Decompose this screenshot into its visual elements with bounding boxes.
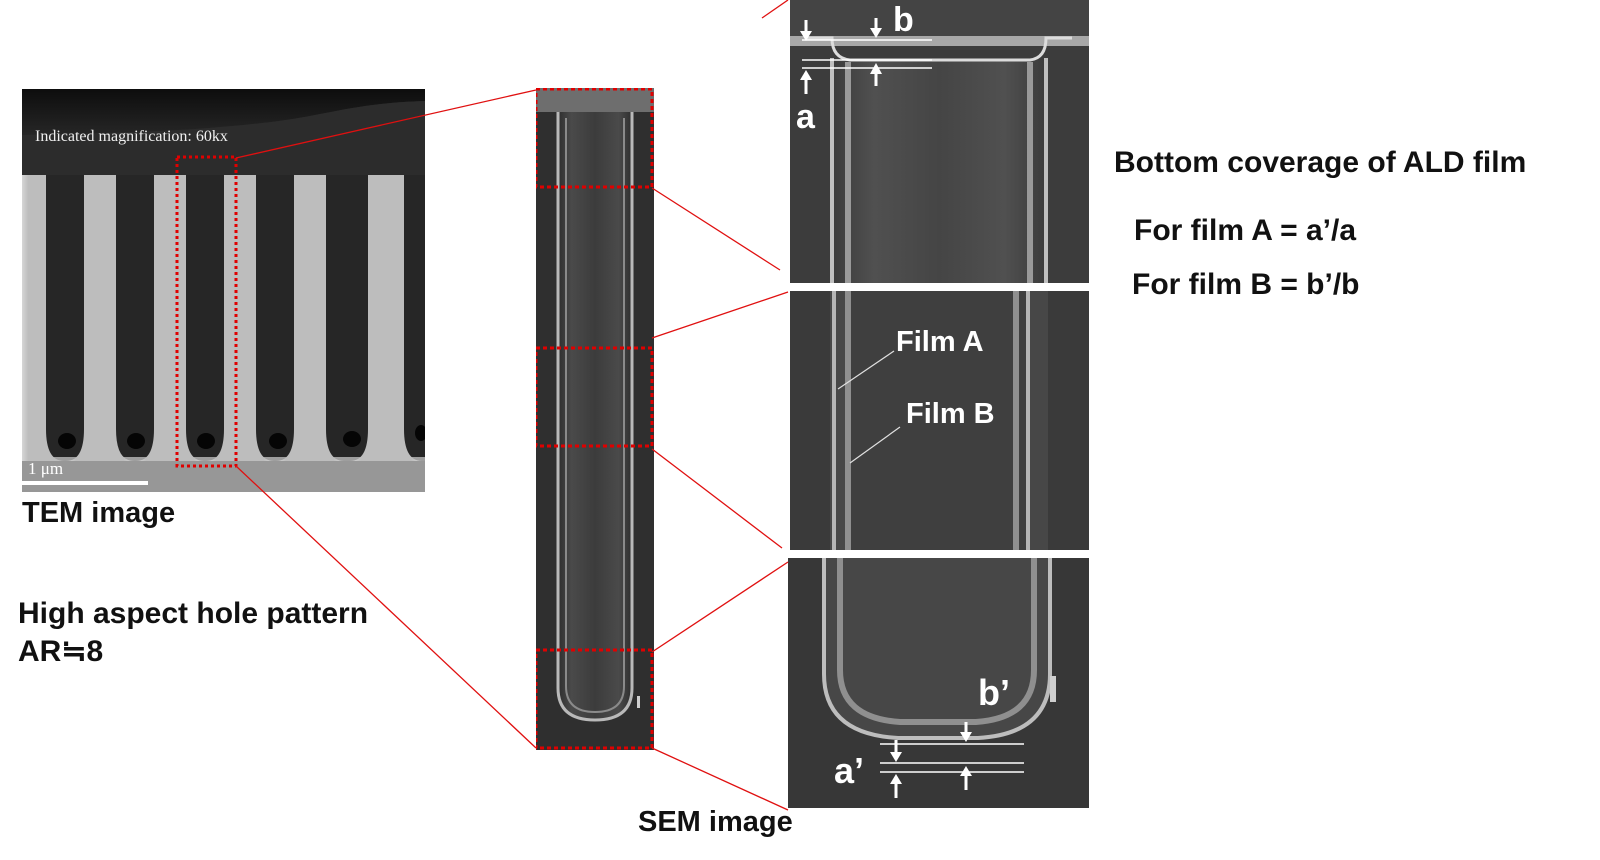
zoom-panel-middle — [790, 291, 1089, 550]
sem-bottom-box — [536, 648, 654, 750]
label-b: b — [893, 1, 914, 39]
tem-caption: TEM image — [22, 497, 176, 529]
tem-micrograph — [22, 89, 425, 492]
pattern-description-line1: High aspect hole pattern — [18, 597, 369, 630]
sem-micrograph — [536, 88, 654, 750]
tem-pillars — [22, 175, 422, 461]
tem-selection-box — [175, 155, 238, 468]
label-b-prime: b’ — [978, 672, 1010, 713]
tem-magnification-text: Indicated magnification: 60kx — [35, 128, 228, 145]
label-a-prime: a’ — [834, 750, 865, 791]
coverage-film-a-formula: For film A = a’/a — [1134, 214, 1356, 247]
sem-middle-box — [536, 346, 654, 448]
label-a: a — [796, 98, 815, 136]
sem-caption: SEM image — [638, 806, 793, 838]
tem-bottom-voids — [58, 425, 425, 449]
pattern-description-line2: AR≒8 — [18, 635, 104, 668]
label-film-a: Film A — [896, 326, 984, 358]
label-film-b: Film B — [906, 398, 995, 430]
zoom-panel-bottom — [788, 558, 1089, 808]
coverage-title: Bottom coverage of ALD film — [1114, 146, 1527, 179]
coverage-film-b-formula: For film B = b’/b — [1132, 268, 1360, 301]
sem-top-box — [536, 88, 654, 189]
tem-scale-bar — [22, 481, 148, 485]
tem-scale-text: 1 μm — [28, 459, 64, 478]
zoom-panel-top — [790, 0, 1089, 283]
